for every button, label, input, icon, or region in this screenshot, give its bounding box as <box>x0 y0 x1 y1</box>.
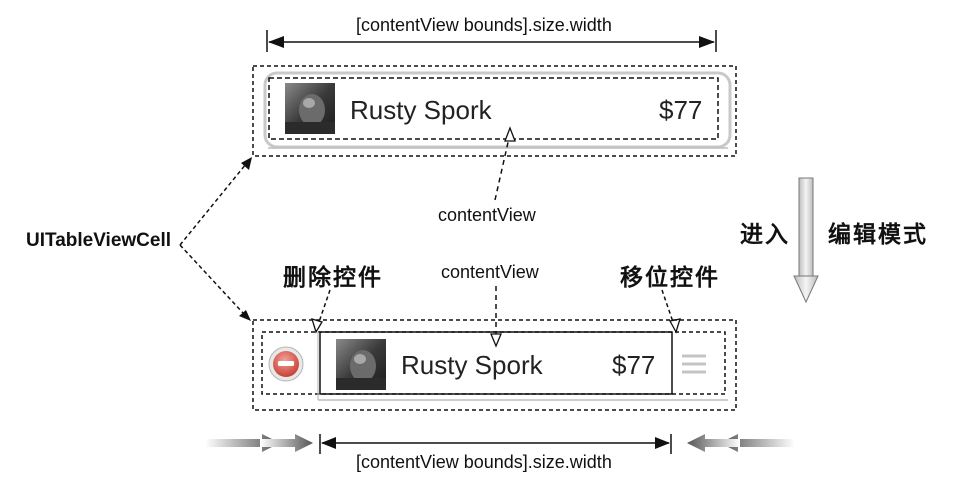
reorder-pointer <box>661 289 681 334</box>
delete-pointer <box>311 289 331 334</box>
top-cell <box>252 65 737 157</box>
thumbnail-top <box>285 83 335 134</box>
edit-mode-label: 编辑模式 <box>828 221 928 247</box>
shift-arrows-right <box>687 434 795 452</box>
content-view-label-bottom: contentView <box>441 262 539 282</box>
row-name-bottom: Rusty Spork <box>401 350 543 380</box>
row-name-top: Rusty Spork <box>350 95 492 125</box>
bottom-cell <box>252 319 737 411</box>
bottom-width-label: [contentView bounds].size.width <box>356 452 612 472</box>
top-width-dimension <box>266 30 717 52</box>
delete-control-icon <box>268 346 304 382</box>
thumbnail-bottom <box>336 339 386 390</box>
row-price-bottom: $77 <box>612 350 656 380</box>
top-width-label: [contentView bounds].size.width <box>356 15 612 35</box>
content-view-pointer-bottom <box>490 286 502 348</box>
reorder-control-icon <box>682 354 706 374</box>
enter-label: 进入 <box>740 221 790 247</box>
delete-control-label: 删除控件 <box>283 264 383 290</box>
edit-mode-arrow <box>793 177 819 304</box>
bottom-width-dimension <box>319 434 672 454</box>
cell-pointers <box>179 157 252 321</box>
row-price-top: $77 <box>659 95 703 125</box>
shift-arrows-left <box>205 434 313 452</box>
table-view-cell-label: UITableViewCell <box>26 230 172 251</box>
reorder-control-label: 移位控件 <box>620 264 720 290</box>
content-view-label-top: contentView <box>438 205 536 225</box>
content-view-pointer-top <box>494 126 516 201</box>
